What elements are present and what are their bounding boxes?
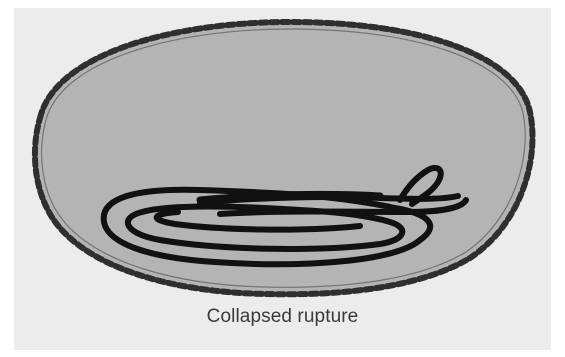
cyst-cavity — [35, 22, 533, 294]
figure-caption: Collapsed rupture — [0, 306, 565, 328]
